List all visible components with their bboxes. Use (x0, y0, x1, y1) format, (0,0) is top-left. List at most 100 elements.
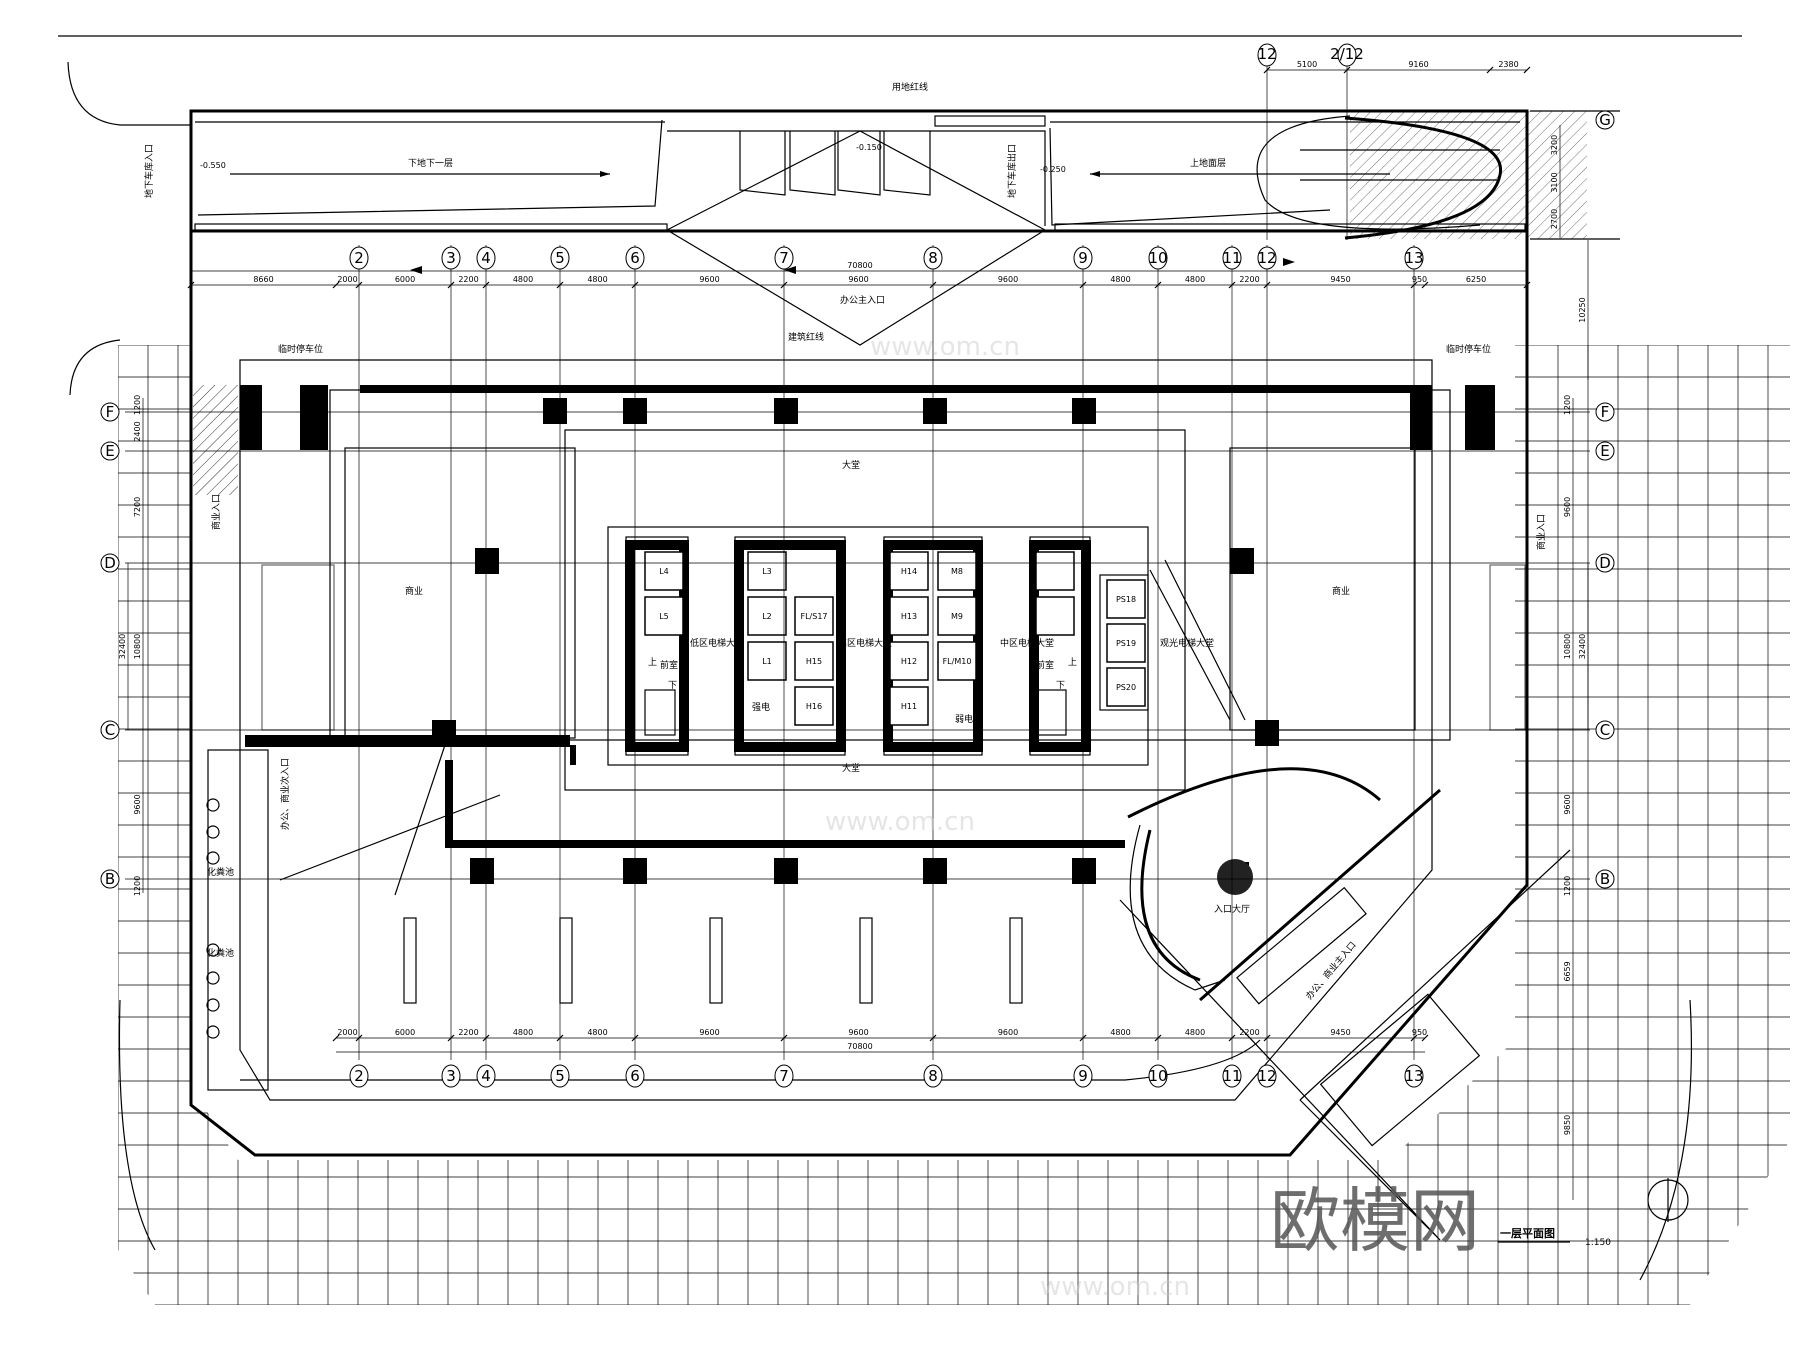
grid-bubble (100, 553, 120, 573)
grid-label-12: 12 (1257, 1067, 1276, 1085)
dim-tick (929, 1034, 937, 1042)
elevator-car (889, 641, 929, 681)
grid-bubble (100, 402, 120, 422)
drawing-scale: 1:150 (1585, 1238, 1611, 1248)
core-wall (734, 540, 846, 752)
elevator-car (644, 596, 684, 636)
right-total-dim-text: 32400 (1578, 634, 1587, 659)
grid-label-7: 7 (779, 1067, 789, 1085)
top-right-dim-text: 2380 (1498, 60, 1518, 69)
top-dim-text: 4800 (1185, 275, 1205, 284)
dim-tick (1486, 66, 1494, 74)
dim-tick (929, 281, 937, 289)
elevator-label-L2: L2 (762, 612, 772, 621)
bottom-total-text: 70800 (847, 1042, 872, 1051)
dim-tick (447, 281, 455, 289)
grid-label-11: 11 (1222, 249, 1241, 267)
grid-bubble (349, 1064, 369, 1088)
ramp-dim-text: 3200 (1550, 135, 1559, 155)
elevator-car (937, 596, 977, 636)
right-dim-text: 6659 (1563, 961, 1572, 981)
grid-label-E: E (1600, 442, 1609, 460)
elevator-label-H16: H16 (806, 702, 822, 711)
building-outline (189, 231, 1529, 1157)
grid-label-5: 5 (555, 1067, 565, 1085)
grid-label-4: 4 (481, 249, 491, 267)
septic-manhole (206, 851, 220, 865)
dim-tick (1421, 281, 1429, 289)
dim-tick (1263, 1034, 1271, 1042)
watermark-logo: 欧模网 (1270, 1180, 1480, 1262)
level-mark-1: -0.550 (200, 161, 226, 170)
right-dim-text: 9600 (1563, 497, 1572, 517)
dim-tick (1523, 66, 1531, 74)
grid-label-B: B (1600, 870, 1610, 888)
dim-tick (556, 1034, 564, 1042)
grid-label-E: E (105, 442, 114, 460)
grid-label-D: D (104, 554, 116, 572)
left-dim-text: 10800 (133, 634, 142, 659)
grid-label-F: F (1601, 403, 1610, 421)
bottom-dim-text: 2200 (458, 1028, 478, 1037)
grid-label-5: 5 (555, 249, 565, 267)
bottom-dim-text: 950 (1412, 1028, 1427, 1037)
grid-bubble (1337, 43, 1357, 67)
watermark-url: www.om.cn (1040, 1272, 1190, 1302)
grid-label-13: 13 (1404, 249, 1423, 267)
top-right-dim-text: 9160 (1408, 60, 1428, 69)
elevator-label-H12: H12 (901, 657, 917, 666)
bottom-dim-text: 6000 (395, 1028, 415, 1037)
left-dim-text: 9600 (133, 794, 142, 814)
elevator-label-L5: L5 (659, 612, 669, 621)
elevator-car (794, 686, 834, 726)
grid-bubble (1073, 246, 1093, 270)
grid-bubble (100, 441, 120, 461)
dim-tick (1263, 66, 1271, 74)
grid-label-top: 2/12 (1330, 45, 1364, 63)
elevator-label-M9: M9 (951, 612, 963, 621)
bottom-dim-text: 4800 (513, 1028, 533, 1037)
dim-tick (355, 281, 363, 289)
dim-tick (631, 1034, 639, 1042)
stair (1035, 689, 1067, 736)
grid-bubble (1404, 1064, 1424, 1088)
grid-bubble (1595, 720, 1615, 740)
top-dim-text: 9600 (699, 275, 719, 284)
structural-column (1072, 858, 1096, 884)
grid-bubble (625, 246, 645, 270)
left-dim-text: 7200 (133, 497, 142, 517)
dim-tick (1154, 281, 1162, 289)
grid-label-C: C (105, 721, 115, 739)
elevator-car (889, 551, 929, 591)
grid-label-9: 9 (1078, 249, 1088, 267)
core-wall (625, 540, 689, 752)
elevator-label-FL-S17: FL/S17 (800, 612, 827, 621)
property-line-label: 用地红线 (892, 81, 928, 93)
grid-bubble (1595, 869, 1615, 889)
grid-label-2: 2 (354, 1067, 364, 1085)
dim-tick (332, 281, 340, 289)
retail-right-label: 商业 (1332, 585, 1350, 597)
structural-column (543, 398, 567, 424)
labels: 用地红线 建筑红线 下地下一层 上地面层 地下车库入口 地下车库出口 -0.55… (143, 81, 1547, 1002)
left-dim-text: 1200 (133, 876, 142, 896)
top-dim-text: 4800 (1110, 275, 1130, 284)
grid-label-3: 3 (446, 249, 456, 267)
grid-label-12: 12 (1257, 249, 1276, 267)
grid-bubble (1257, 246, 1277, 270)
retail-left-label: 商业 (405, 585, 423, 597)
bottom-dim-text: 9600 (699, 1028, 719, 1037)
retail-entrance-left-label: 商业入口 (210, 494, 222, 530)
grid-label-4: 4 (481, 1067, 491, 1085)
bottom-dim-text: 9450 (1330, 1028, 1350, 1037)
dim-tick (780, 281, 788, 289)
septic-tank-1-label: 化粪池 (207, 866, 234, 878)
curb-arc-bottom-right (1639, 999, 1692, 1281)
grid-bubble (550, 1064, 570, 1088)
bottom-dim-text: 2200 (1239, 1028, 1259, 1037)
top-right-dim-text: 5100 (1297, 60, 1317, 69)
mid-zone-lobby-label: 中区电梯大堂 (1000, 637, 1054, 649)
grid-label-6: 6 (630, 249, 640, 267)
grid-label-F: F (106, 403, 115, 421)
structural-column (923, 398, 947, 424)
